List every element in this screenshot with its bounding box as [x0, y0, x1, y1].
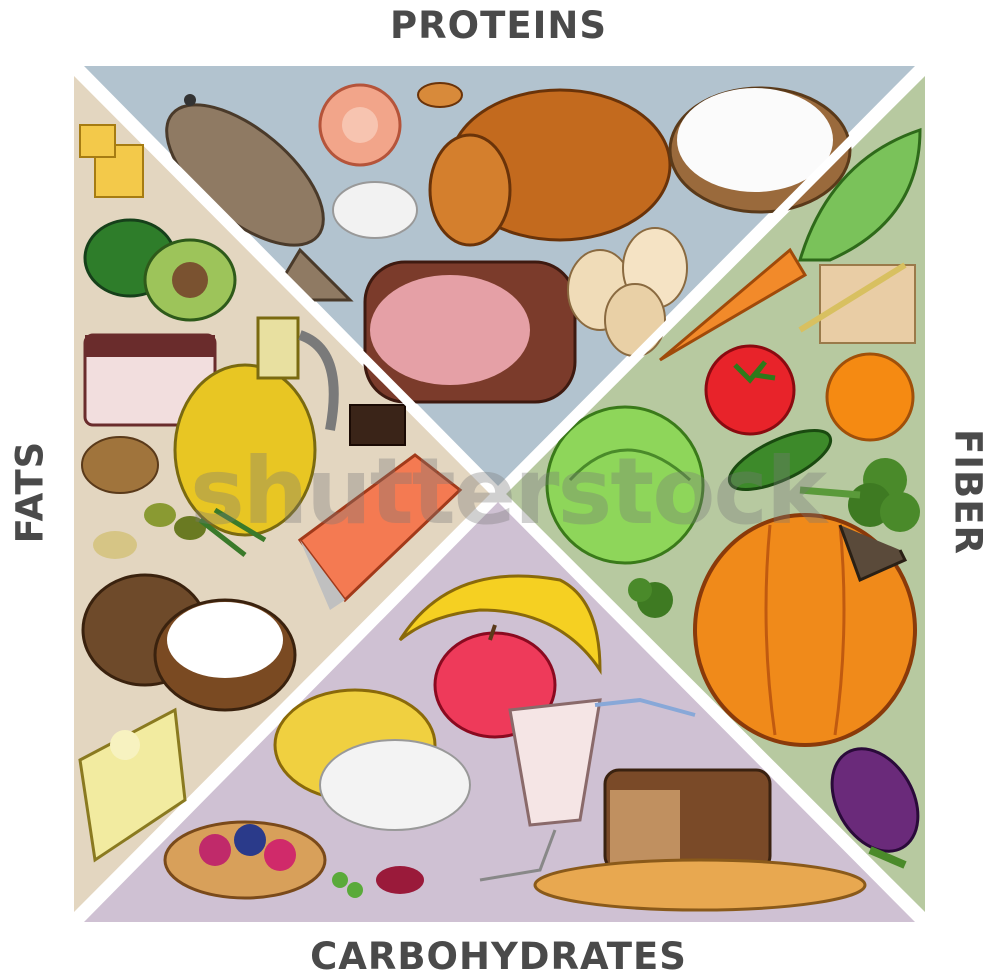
cottage-cheese-icon [670, 88, 850, 212]
orange-icon [827, 354, 913, 440]
rice-icon [320, 740, 470, 830]
ham-icon [365, 262, 575, 402]
fiber-label: FIBER [947, 429, 990, 555]
tomato-icon [706, 346, 794, 434]
seeds-icon [93, 531, 137, 559]
berry-tart-icon [165, 822, 325, 898]
proteins-label: PROTEINS [0, 4, 997, 47]
pumpkin-icon [695, 515, 915, 745]
egg-white-icon [333, 182, 417, 238]
carbohydrates-label: CARBOHYDRATES [0, 935, 997, 978]
watermark: shutterstock [190, 438, 825, 545]
shrimp-icon [320, 85, 400, 165]
baguette-icon [535, 860, 865, 910]
fats-label: FATS [9, 441, 52, 544]
nuts-icon [82, 437, 158, 493]
bread-loaf-icon [605, 770, 770, 870]
